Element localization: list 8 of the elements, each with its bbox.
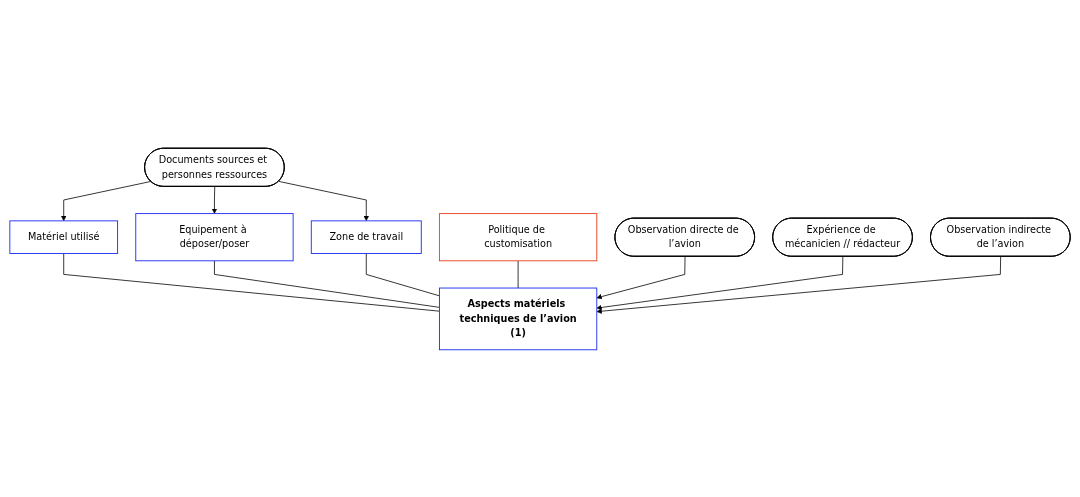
node-box: Zone de travail [310, 219, 422, 254]
connector [63, 252, 440, 312]
connector [214, 259, 440, 308]
node-box: Politique de customisation [438, 212, 598, 261]
node-box: Aspects matériels techniques de l’avion (1) [438, 287, 598, 350]
connector [365, 252, 440, 296]
node-box: Matériel utilisé [9, 219, 119, 254]
node-box: Equipement à déposer/poser [135, 212, 294, 261]
